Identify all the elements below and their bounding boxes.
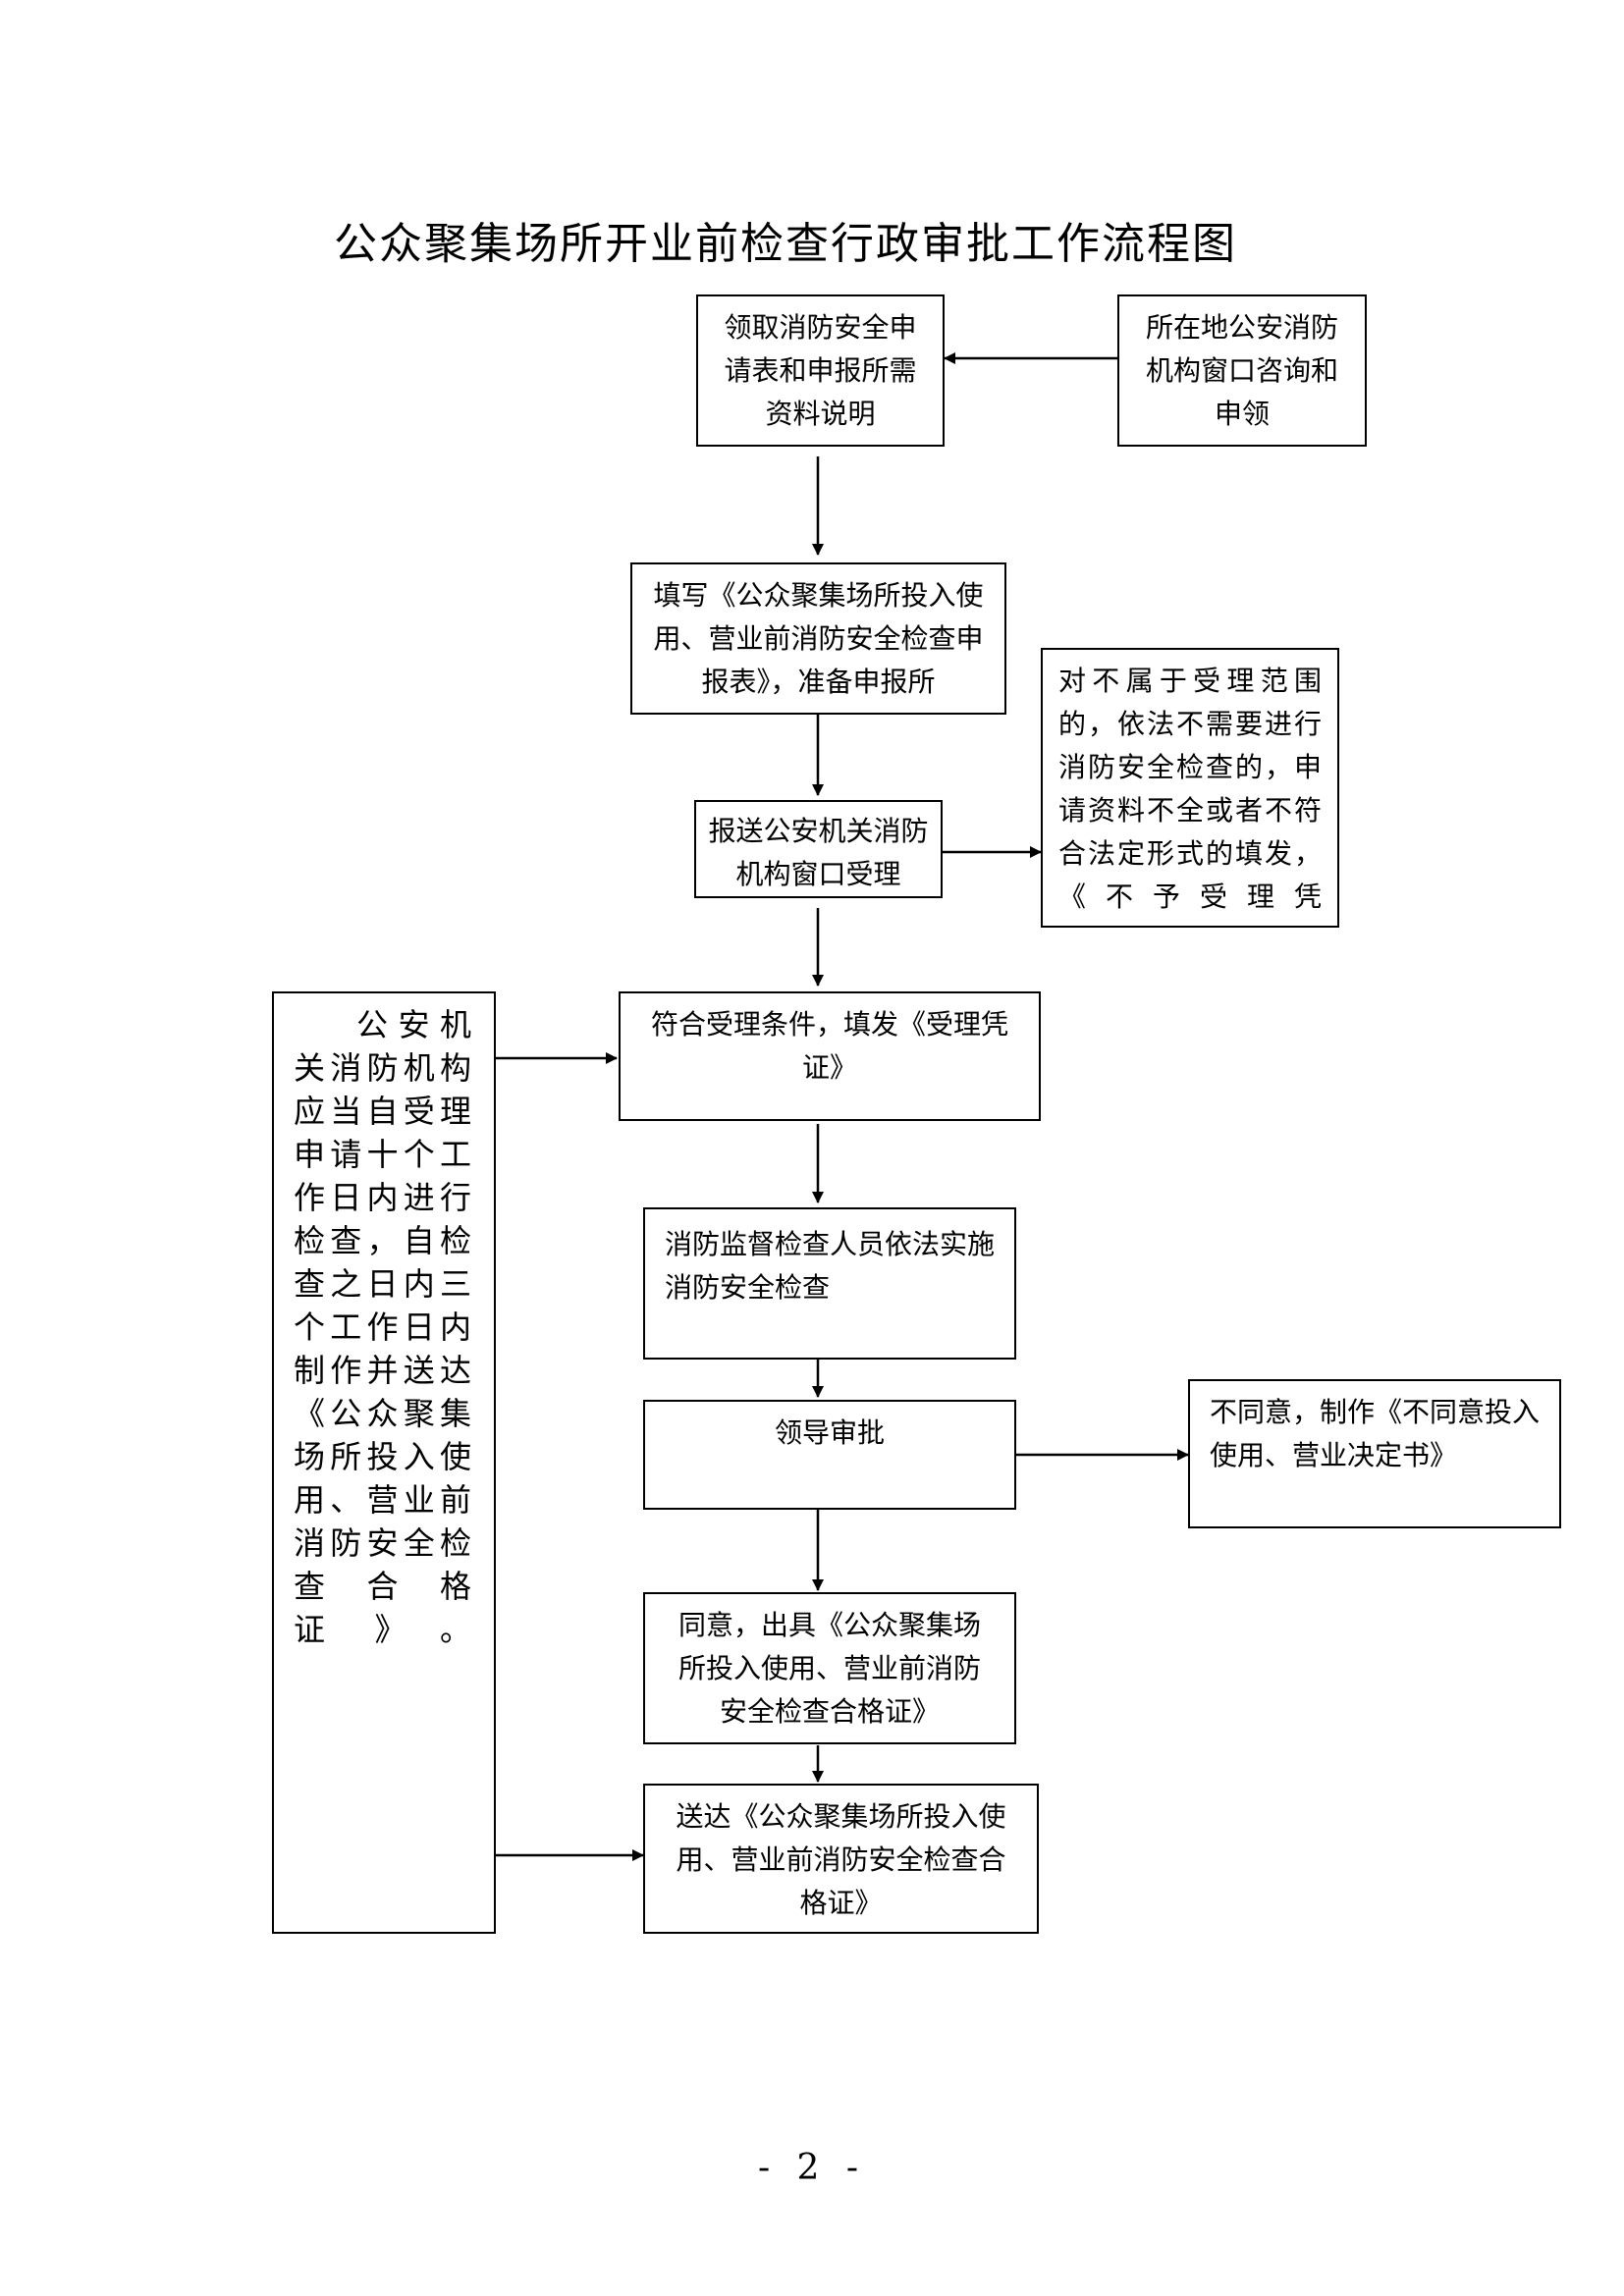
- node-collect-form: 领取消防安全申请表和申报所需资料说明: [696, 294, 945, 447]
- node-fill-form: 填写《公众聚集场所投入使用、营业前消防安全检查申报表》，准备申报所: [630, 562, 1006, 715]
- node-inspect-label: 消防监督检查人员依法实施消防安全检查: [665, 1228, 996, 1304]
- node-local-window: 所在地公安消防机构窗口咨询和申领: [1117, 294, 1367, 447]
- node-submit-label: 报送公安机关消防机构窗口受理: [708, 815, 929, 890]
- page-number: - 2 -: [757, 2148, 867, 2188]
- node-deadline-note-label: 公安机关消防机构应当自受理申请十个工作日内进行检查，自检查之日内三个工作日内制作…: [294, 1006, 474, 1648]
- node-inspect: 消防监督检查人员依法实施消防安全检查: [643, 1207, 1016, 1360]
- node-deliver-label: 送达《公众聚集场所投入使用、营业前消防安全检查合格证》: [676, 1800, 1006, 1919]
- node-disagree-label: 不同意，制作《不同意投入使用、营业决定书》: [1210, 1396, 1541, 1471]
- node-disagree: 不同意，制作《不同意投入使用、营业决定书》: [1188, 1379, 1561, 1528]
- node-fill-form-label: 填写《公众聚集场所投入使用、营业前消防安全检查申报表》，准备申报所: [653, 579, 984, 698]
- node-approve-label: 领导审批: [774, 1416, 885, 1449]
- node-agree: 同意，出具《公众聚集场所投入使用、营业前消防安全检查合格证》: [643, 1592, 1016, 1744]
- node-collect-form-label: 领取消防安全申请表和申报所需资料说明: [724, 311, 917, 430]
- node-deadline-note: 公安机关消防机构应当自受理申请十个工作日内进行检查，自检查之日内三个工作日内制作…: [272, 991, 496, 1934]
- node-reject-note-label: 对不属于受理范围的，依法不需要进行消防安全检查的，申请资料不全或者不符合法定形式…: [1058, 665, 1322, 913]
- node-agree-label: 同意，出具《公众聚集场所投入使用、营业前消防安全检查合格证》: [677, 1609, 981, 1728]
- diagram-title: 公众聚集场所开业前检查行政审批工作流程图: [334, 219, 1237, 269]
- node-reject-note: 对不属于受理范围的，依法不需要进行消防安全检查的，申请资料不全或者不符合法定形式…: [1041, 648, 1339, 928]
- node-local-window-label: 所在地公安消防机构窗口咨询和申领: [1145, 311, 1338, 430]
- node-deliver: 送达《公众聚集场所投入使用、营业前消防安全检查合格证》: [643, 1784, 1039, 1934]
- node-submit: 报送公安机关消防机构窗口受理: [694, 800, 943, 898]
- node-accept-label: 符合受理条件，填发《受理凭证》: [650, 1008, 1008, 1084]
- node-approve: 领导审批: [643, 1400, 1016, 1510]
- node-accept: 符合受理条件，填发《受理凭证》: [619, 991, 1041, 1121]
